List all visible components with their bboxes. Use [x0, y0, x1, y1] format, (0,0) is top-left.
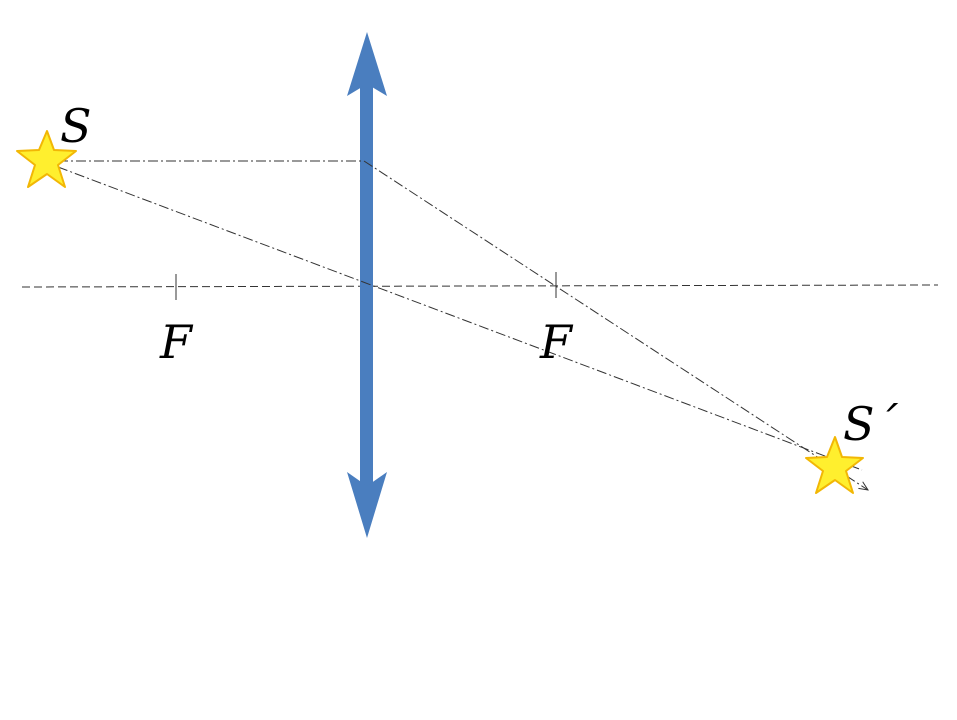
- image-label: S´: [843, 397, 899, 451]
- lens-body: [360, 82, 373, 492]
- focus-left-label: F: [159, 315, 194, 369]
- source-label: S: [60, 99, 92, 153]
- lens-top-arrowhead-icon: [347, 32, 387, 96]
- source-star-icon: [16, 130, 77, 188]
- lens: [347, 32, 387, 538]
- ray-refracted-through-focus: [363, 160, 868, 490]
- image-star-icon: [805, 436, 864, 494]
- lens-bottom-arrowhead-icon: [347, 472, 387, 538]
- optical-axis: [21, 284, 939, 288]
- ray-through-center: [57, 166, 863, 471]
- focus-right-label: F: [539, 315, 574, 369]
